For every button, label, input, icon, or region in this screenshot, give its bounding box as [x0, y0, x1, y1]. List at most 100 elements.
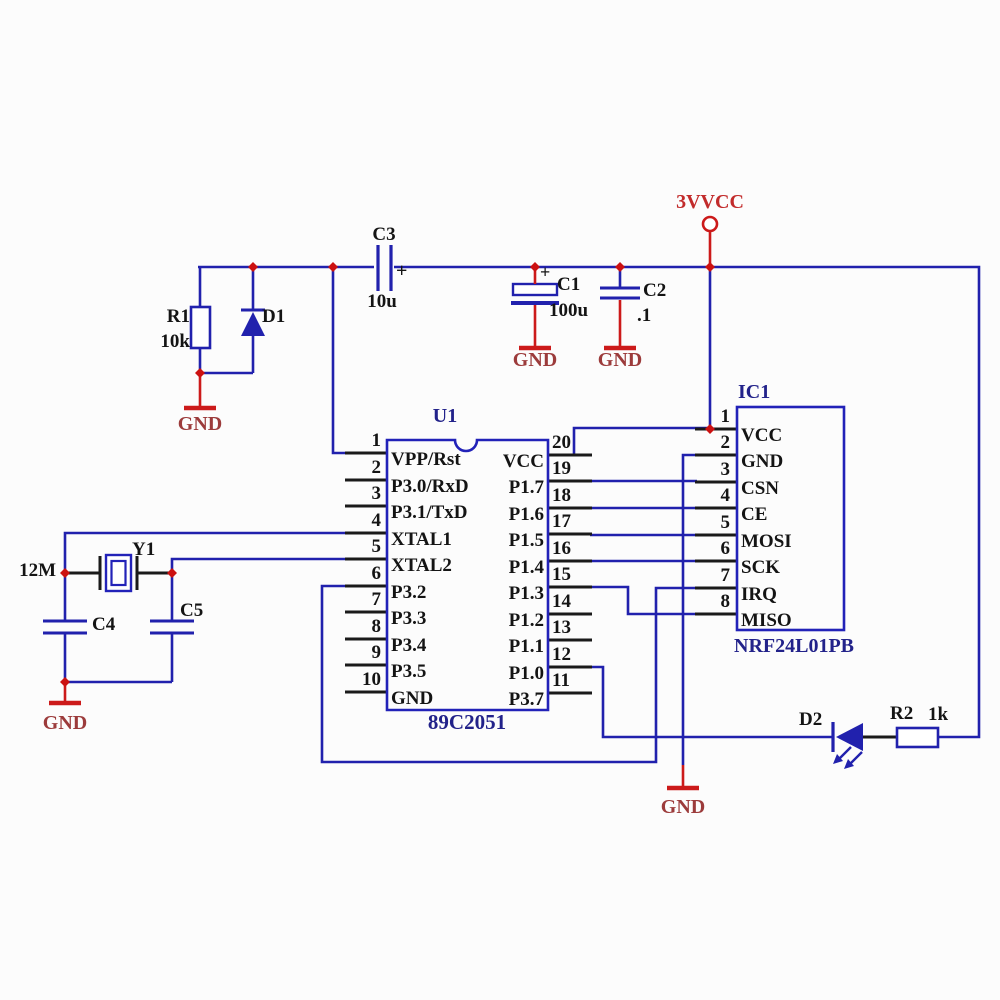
u1-pin-label: VPP/Rst: [391, 449, 461, 470]
ic1-pin-num: 6: [720, 538, 731, 559]
led-d2-symbol: [831, 722, 863, 769]
c3-ref: C3: [372, 224, 396, 245]
vcc-rail: [198, 265, 981, 739]
ic1-pin-num: 8: [720, 591, 731, 612]
u1-right-stubs: [548, 453, 592, 695]
u1-pin-num: 15: [552, 564, 571, 585]
c1-value: 100u: [549, 300, 589, 321]
capacitor-c4-symbol: [43, 619, 87, 635]
u1-left-stubs: [345, 451, 387, 694]
d1-ref: D1: [262, 306, 286, 327]
ic1-pin-num: 7: [720, 565, 731, 586]
u1-pin-num: 4: [371, 510, 382, 531]
u1-pin-label: XTAL1: [391, 529, 452, 550]
c1-ref: C1: [557, 274, 581, 295]
ic1-pin-label: CE: [741, 504, 768, 525]
ic1-pin-num: 3: [720, 459, 731, 480]
c1-plus-sign: +: [540, 262, 551, 282]
resistor-r2-symbol: [895, 726, 940, 749]
u1-pin-num: 6: [371, 563, 382, 584]
u1-pin-num: 18: [552, 485, 571, 506]
u1-pin-num: 8: [371, 616, 382, 637]
resistor-r1-symbol: [189, 305, 212, 350]
vcc-label: 3VVCC: [676, 191, 744, 213]
u1-pin-label: GND: [391, 688, 434, 709]
u1-pin-label: P3.7: [508, 689, 544, 710]
u1-pin-num: 16: [552, 538, 571, 559]
capacitor-c3-symbol: [376, 245, 393, 291]
gnd-label: GND: [177, 413, 223, 435]
ic1-pin-label: IRQ: [741, 584, 777, 605]
u1-pin-num: 14: [552, 591, 571, 612]
u1-pin-num: 2: [371, 457, 382, 478]
ic1-pin-num: 1: [720, 406, 731, 427]
ic1-pin-label: SCK: [741, 557, 781, 578]
ic1-pin-label: GND: [741, 451, 784, 472]
u1-pin-label: P3.4: [391, 635, 427, 656]
gnd-label: GND: [597, 349, 643, 371]
ic1-ref: IC1: [738, 381, 771, 403]
u1-pin-label: VCC: [502, 451, 544, 472]
diode-d1-symbol: [241, 308, 265, 336]
c5-ref: C5: [180, 600, 204, 621]
u1-pin-label: P1.1: [508, 636, 544, 657]
y1-ref: Y1: [132, 539, 156, 560]
u1-pin-num: 3: [371, 483, 382, 504]
gnd-vcc-symbols: [49, 215, 719, 791]
gnd-label: GND: [660, 796, 706, 818]
u1-pin-label: P3.5: [391, 661, 427, 682]
r1-value: 10k: [160, 331, 190, 352]
u1-pin-num: 9: [371, 642, 382, 663]
crystal-y1-symbol: [104, 553, 133, 593]
u1-pin-label: P1.2: [508, 610, 544, 631]
u1-pin-label: P3.0/RxD: [391, 476, 469, 497]
u1-pin-label: P3.3: [391, 608, 427, 629]
u1-pin-num: 12: [552, 644, 571, 665]
c2-value: .1: [637, 305, 652, 326]
u1-pin-num: 19: [552, 458, 571, 479]
c4-ref: C4: [92, 614, 116, 635]
c2-ref: C2: [643, 280, 667, 301]
u1-pin-num: 11: [552, 670, 570, 691]
u1-body: [385, 438, 550, 712]
u1-pin-num: 17: [552, 511, 571, 532]
gnd-label: GND: [512, 349, 558, 371]
ic1-pin-label: VCC: [741, 425, 783, 446]
vcc-terminal: [701, 215, 719, 233]
u1-pin-num: 20: [552, 432, 571, 453]
junction-dots: [60, 262, 715, 687]
ic1-pin-label: MOSI: [741, 531, 792, 552]
u1-pin-label: P1.7: [508, 477, 544, 498]
capacitor-c5-symbol: [150, 619, 194, 635]
ic1-part: NRF24L01PB: [734, 635, 854, 657]
u1-pin-num: 1: [371, 430, 382, 451]
u1-pin-num: 7: [371, 589, 382, 610]
pin-stubs: [65, 427, 897, 739]
led-drive-wire: [590, 665, 833, 739]
c3-plus-sign: +: [396, 260, 408, 282]
capacitor-c2-symbol: [600, 286, 640, 300]
ic1-pin-label: CSN: [741, 478, 780, 499]
ic1-pin-num: 5: [720, 512, 731, 533]
ic1-gnd-wire: [681, 453, 697, 765]
c3-value: 10u: [367, 291, 397, 312]
gnd-label: GND: [42, 712, 88, 734]
ic1-pin-label: MISO: [741, 610, 792, 631]
r1-ref: R1: [166, 306, 190, 327]
osc-freq-label: 12M: [19, 560, 56, 581]
miso-wire: [590, 585, 697, 616]
crystal-leads: [65, 556, 172, 590]
ic1-pin-num: 2: [720, 432, 731, 453]
u1-pin-label: P1.4: [508, 557, 544, 578]
u1-vcc-wire: [572, 267, 712, 455]
r2-value: 1k: [928, 704, 949, 725]
u1-pin-label: P1.0: [508, 663, 544, 684]
gnd-bars: [49, 345, 699, 791]
reset-node-wires: [198, 267, 352, 455]
r2-ref: R2: [890, 703, 914, 724]
ic1-pin-num: 4: [720, 485, 731, 506]
d2-ref: D2: [799, 709, 823, 730]
u1-ref: U1: [432, 405, 458, 427]
